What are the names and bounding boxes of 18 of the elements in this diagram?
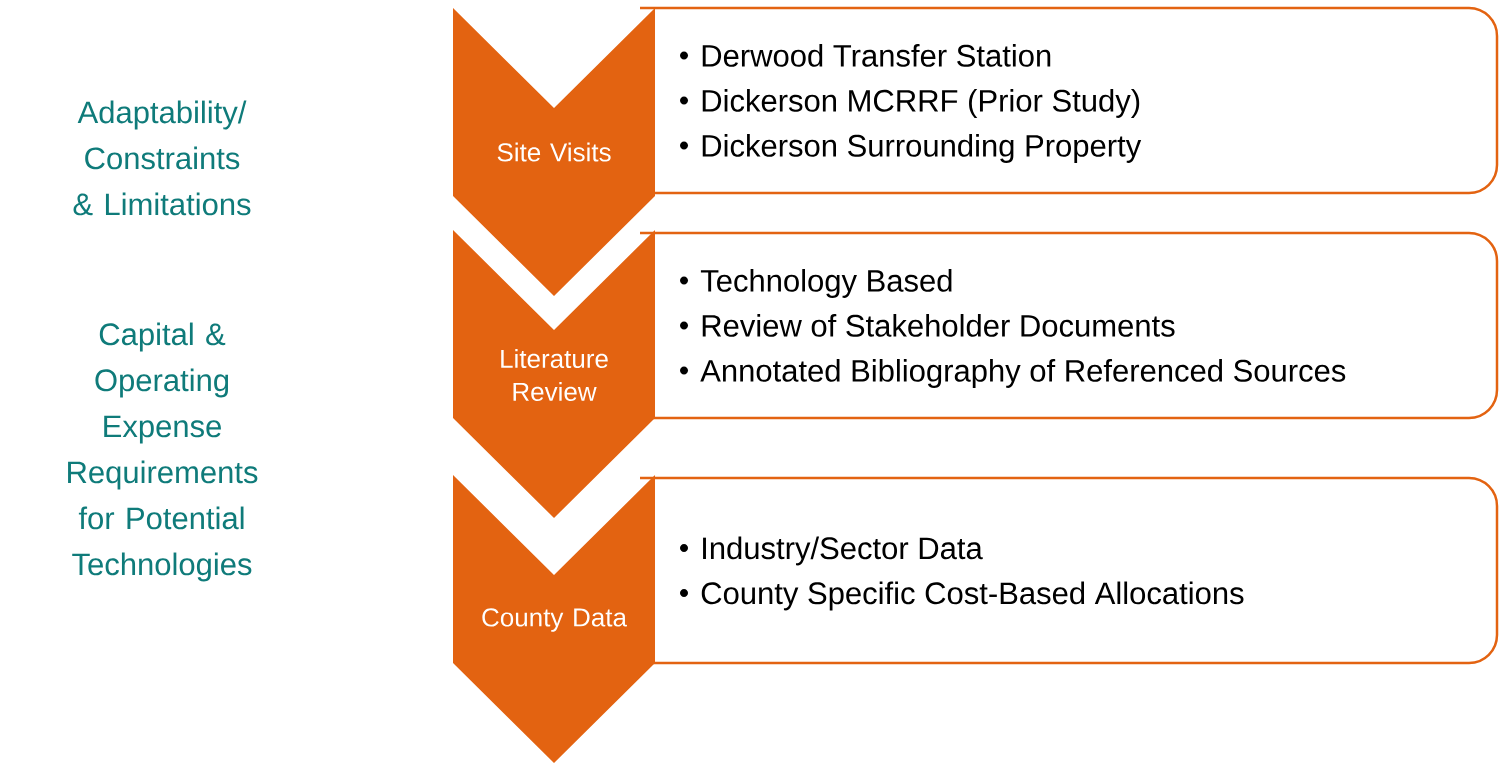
node-label: Industry/Sector Data xyxy=(703,536,983,566)
node-label: Dickerson MCRRF (Prior Study) xyxy=(702,89,1140,118)
node-label: Site Visits xyxy=(497,142,611,162)
list-box: Derwood Transfer Station Dickerson MCRRF (Prior Study) Dickerson Surrounding Property xyxy=(640,6,1499,195)
node-label: Technology Based xyxy=(700,269,952,298)
node-label: County Specific Cost-Based Allocations xyxy=(701,581,1244,611)
step-banner: Literature Review xyxy=(453,230,655,518)
side-label: Capital & Operating Expense Requirements for Potential Technologies xyxy=(68,322,258,582)
node-label: Derwood Transfer Station xyxy=(702,44,1051,67)
list-box: Technology Based Review of Stakeholder Documents Annotated Bibliography of Referenced Sources xyxy=(640,231,1499,420)
list-box: Industry/Sector Data County Specific Cost-Based Allocations xyxy=(640,476,1499,665)
node-label: Dickerson Surrounding Property xyxy=(702,134,1142,163)
node-label: Literature Review xyxy=(501,348,608,402)
side-label: Adaptability/ Constraints & Limitations xyxy=(73,100,251,216)
node-label: Annotated Bibliography of Referenced Sources xyxy=(700,359,1346,388)
step-banner: County Data xyxy=(453,475,655,763)
node-label: Review of Stakeholder Documents xyxy=(702,314,1175,337)
step-banner: Site Visits xyxy=(453,8,655,296)
